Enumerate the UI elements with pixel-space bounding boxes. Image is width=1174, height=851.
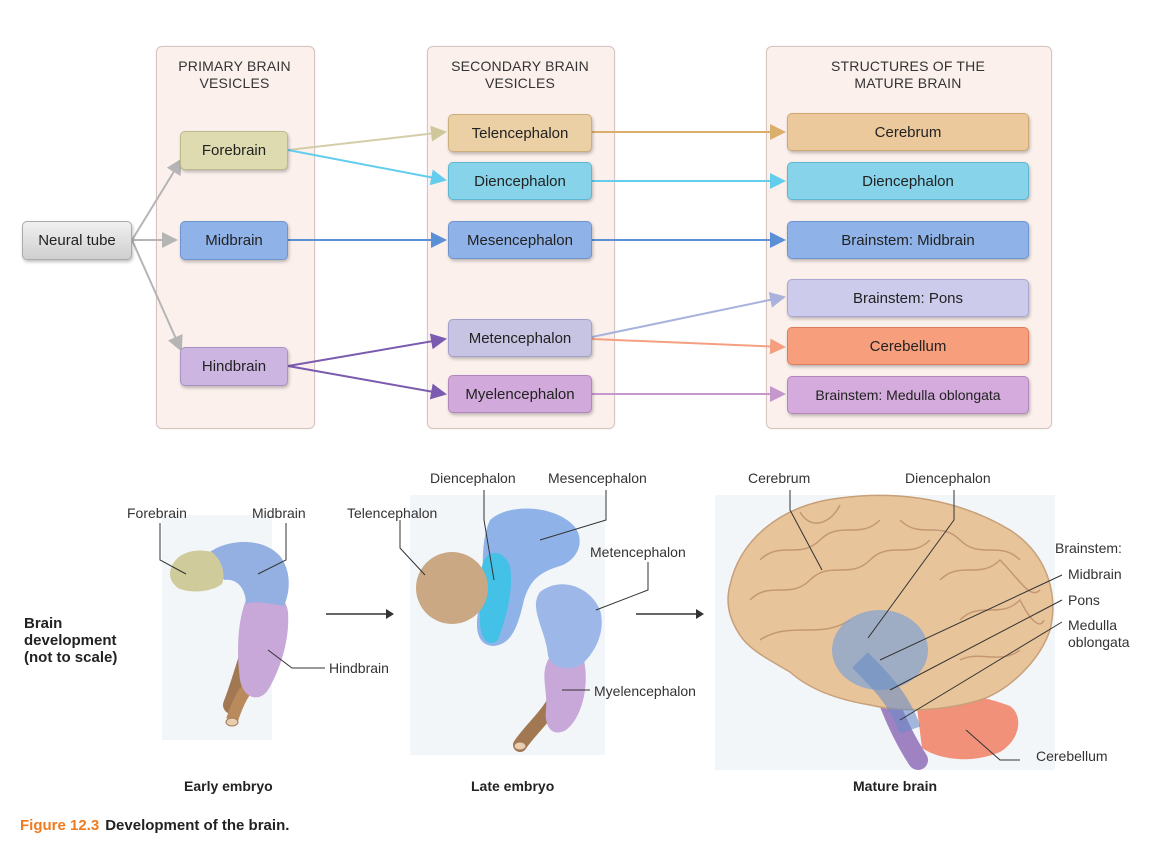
mature-midbrain-label: Midbrain: [1068, 566, 1122, 582]
early-midbrain-shape: [210, 542, 289, 606]
figure-caption: Figure 12.3 Development of the brain.: [20, 817, 289, 834]
early-midbrain-label: Midbrain: [252, 505, 306, 521]
mature-brainstem-shape: [852, 652, 921, 734]
brainstem-heading-label: Brainstem:: [1055, 540, 1122, 556]
figure-title: Development of the brain.: [105, 817, 290, 834]
midbrain-box: Midbrain: [180, 221, 288, 260]
mature-diencephalon-label: Diencephalon: [905, 470, 991, 486]
mesencephalon-box: Mesencephalon: [448, 221, 592, 259]
mature-column-title: STRUCTURES OF THE MATURE BRAIN: [830, 58, 986, 91]
mature-brain-caption: Mature brain: [853, 778, 938, 794]
cerebrum-box: Cerebrum: [787, 113, 1029, 151]
late-embryo-caption: Late embryo: [471, 778, 555, 794]
mature-pons-label: Pons: [1068, 592, 1100, 608]
mature-cerebellum-label: Cerebellum: [1036, 748, 1108, 764]
late-myelencephalon-label: Myelencephalon: [594, 683, 696, 699]
metencephalon-box: Metencephalon: [448, 319, 592, 357]
diencephalon-box: Diencephalon: [448, 162, 592, 200]
late-telencephalon-shape: [416, 552, 488, 624]
hindbrain-box: Hindbrain: [180, 347, 288, 386]
brainstem-midbrain-box: Brainstem: Midbrain: [787, 221, 1029, 259]
brainstem-medulla-box: Brainstem: Medulla oblongata: [787, 376, 1029, 414]
forebrain-box: Forebrain: [180, 131, 288, 170]
late-metencephalon-label: Metencephalon: [590, 544, 686, 560]
secondary-column-title: SECONDARY BRAIN VESICLES: [451, 58, 589, 91]
early-hindbrain-label: Hindbrain: [329, 660, 389, 676]
late-telencephalon-label: Telencephalon: [347, 505, 438, 521]
mature-diencephalon-box: Diencephalon: [787, 162, 1029, 200]
telencephalon-box: Telencephalon: [448, 114, 592, 152]
primary-column-title: PRIMARY BRAIN VESICLES: [178, 58, 291, 91]
early-embryo-figure: [170, 542, 289, 727]
neural-tube-box: Neural tube: [22, 221, 132, 260]
cerebellum-box: Cerebellum: [787, 327, 1029, 365]
brain-development-side-label: Brain development (not to scale): [24, 615, 118, 666]
late-diencephalon-label: Diencephalon: [430, 470, 516, 486]
late-diencephalon-shape: [479, 552, 512, 644]
early-forebrain-shape: [170, 550, 224, 592]
early-forebrain-label: Forebrain: [127, 505, 187, 521]
figure-number: Figure 12.3: [20, 817, 100, 834]
late-embryo-figure: [416, 508, 602, 752]
mature-medulla-label: Medulla oblongata: [1068, 617, 1130, 650]
mature-cerebrum-label: Cerebrum: [748, 470, 811, 486]
late-mesencephalon-label: Mesencephalon: [548, 470, 647, 486]
flow-arrows: [131, 124, 786, 402]
late-metencephalon-shape: [535, 584, 602, 669]
mature-brain-figure: [727, 494, 1054, 770]
early-embryo-caption: Early embryo: [184, 778, 273, 794]
mature-cerebellum-shape: [916, 694, 1019, 760]
myelencephalon-box: Myelencephalon: [448, 375, 592, 413]
brainstem-pons-box: Brainstem: Pons: [787, 279, 1029, 317]
early-hindbrain-shape: [238, 590, 289, 698]
